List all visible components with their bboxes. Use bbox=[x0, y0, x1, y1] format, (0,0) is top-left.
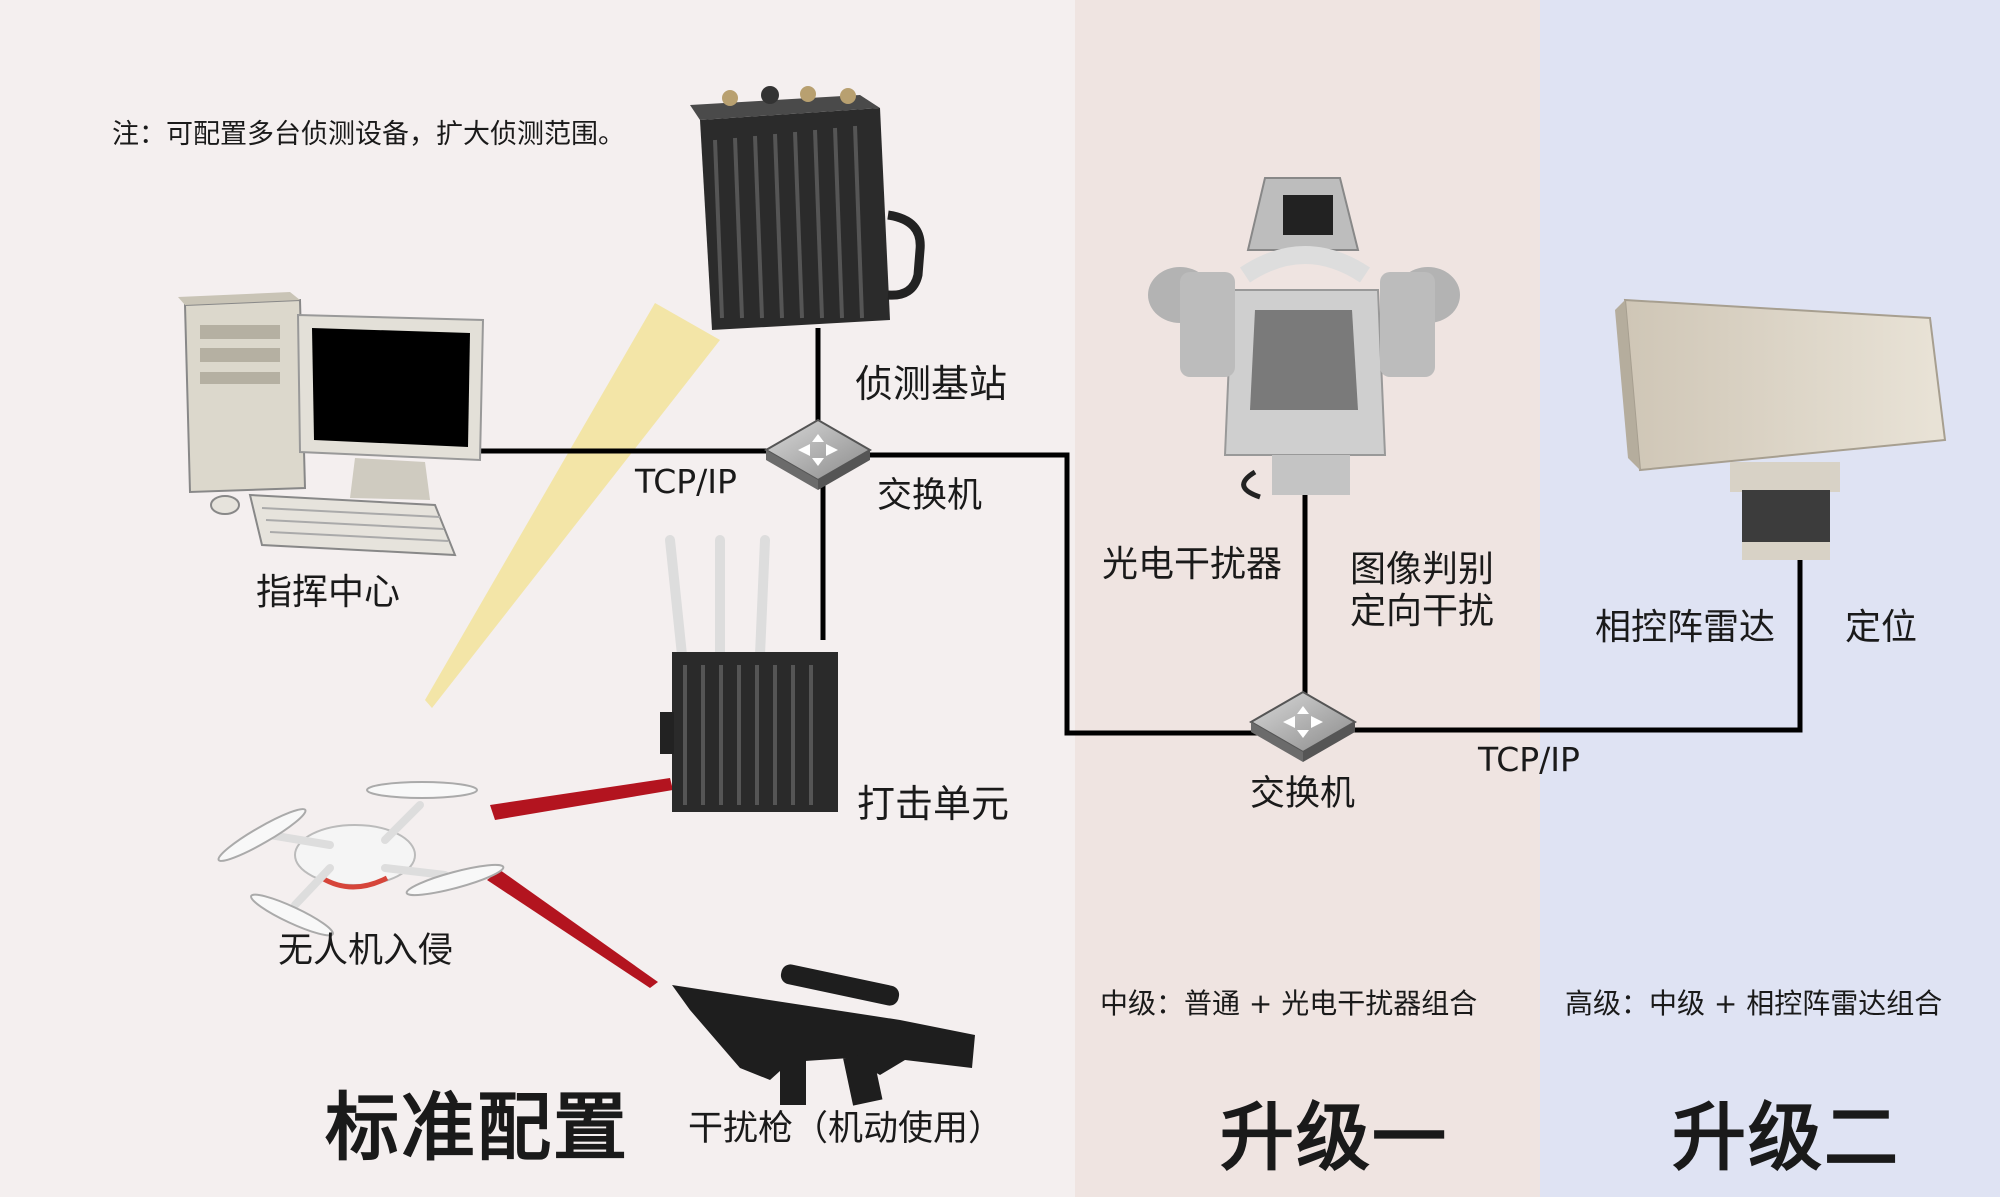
config-note: 注：可配置多台侦测设备，扩大侦测范围。 bbox=[112, 119, 625, 150]
positioning-label: 定位 bbox=[1845, 607, 1918, 648]
tcpip-label-2: TCP/IP bbox=[1478, 740, 1580, 779]
switch-1-label: 交换机 bbox=[877, 476, 983, 516]
switch-2-icon bbox=[1248, 690, 1358, 762]
detection-base-label: 侦测基站 bbox=[855, 362, 1008, 406]
strike-unit-icon bbox=[660, 535, 838, 812]
image-judge-label-1: 图像判别 bbox=[1350, 549, 1495, 590]
jammer-gun-label: 干扰枪（机动使用） bbox=[688, 1109, 1004, 1149]
tcpip-label-1: TCP/IP bbox=[635, 462, 737, 501]
upgrade1-caption: 中级：普通 + 光电干扰器组合 bbox=[1100, 987, 1478, 1020]
detection-base-station-icon bbox=[690, 86, 925, 330]
command-center-computer-icon bbox=[178, 292, 485, 557]
detection-beam bbox=[425, 303, 720, 708]
zone-title-upgrade2: 升级二 bbox=[1672, 1095, 1900, 1181]
drone-icon bbox=[217, 781, 505, 937]
strike-beam-gun bbox=[487, 870, 658, 988]
zone-title-standard: 标准配置 bbox=[325, 1085, 629, 1171]
zone-title-upgrade1: 升级一 bbox=[1220, 1095, 1448, 1181]
upgrade2-caption: 高级：中级 + 相控阵雷达组合 bbox=[1565, 987, 1943, 1020]
phased-radar-label: 相控阵雷达 bbox=[1595, 607, 1776, 648]
eo-jammer-label: 光电干扰器 bbox=[1102, 544, 1283, 585]
eo-jammer-icon bbox=[1148, 177, 1460, 500]
drone-intrusion-label: 无人机入侵 bbox=[278, 931, 454, 971]
switch-2-label: 交换机 bbox=[1250, 774, 1356, 814]
connection-lines bbox=[478, 328, 1803, 736]
image-judge-label-2: 定向干扰 bbox=[1350, 591, 1495, 632]
strike-beam-unit bbox=[490, 778, 673, 820]
command-center-label: 指挥中心 bbox=[256, 572, 401, 613]
switch-1-icon bbox=[763, 418, 873, 490]
strike-unit-label: 打击单元 bbox=[857, 782, 1010, 826]
phased-array-radar-icon bbox=[1615, 298, 1947, 560]
zone-upgrade-2 bbox=[1540, 0, 2000, 1197]
jammer-gun-icon bbox=[672, 964, 975, 1106]
